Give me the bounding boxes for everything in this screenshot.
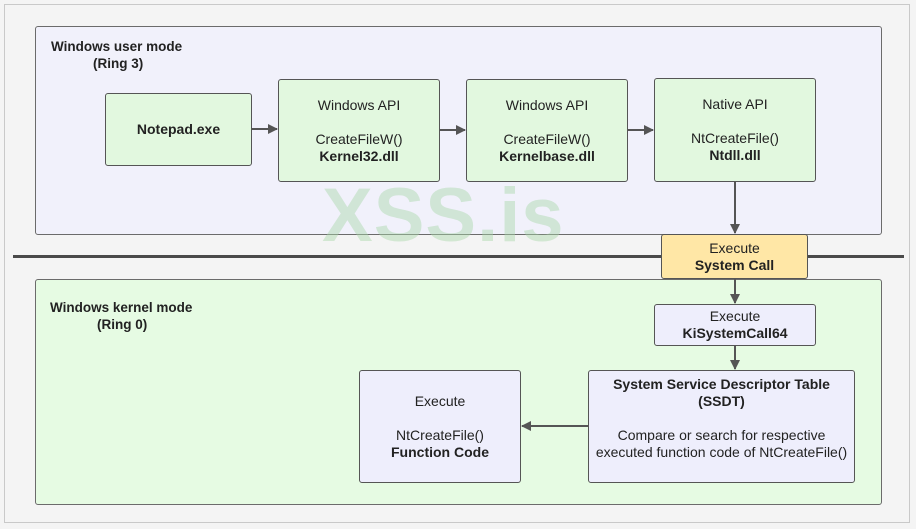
ssdt-box: System Service Descriptor Table (SSDT) C… [588,370,855,483]
kisystemcall64-header: Execute [709,308,761,324]
ntdll-function: NtCreateFile() [691,130,779,146]
system-call-box: Execute System Call [661,234,808,279]
kernel32-box: Windows API CreateFileW() Kernel32.dll [278,79,440,182]
ntdll-dll: Ntdll.dll [709,147,761,163]
notepad-box: Notepad.exe [105,93,252,166]
user-mode-title-text: Windows user mode [51,39,183,54]
ssdt-description-line2: executed function code of NtCreateFile() [595,444,848,460]
kernel32-function: CreateFileW() [315,130,403,147]
kernel-mode-ring-label: (Ring 0) [97,317,148,332]
function-code-function: NtCreateFile() [396,426,484,443]
kernel-mode-title-text: Windows kernel mode [50,300,193,315]
function-code-box: Execute NtCreateFile() Function Code [359,370,521,483]
ssdt-title: System Service Descriptor Table [613,376,830,392]
ssdt-description-line1: Compare or search for respective [617,427,826,443]
user-mode-ring-label: (Ring 3) [93,56,144,71]
kernel-mode-title: Windows kernel mode (Ring 0) [50,299,192,333]
system-call-label: System Call [694,256,775,273]
kisystemcall64-label: KiSystemCall64 [682,325,788,341]
mode-divider-line [13,255,904,258]
ntdll-box: Native API NtCreateFile() Ntdll.dll [654,78,816,182]
kernelbase-box: Windows API CreateFileW() Kernelbase.dll [466,79,628,182]
system-call-header: Execute [709,239,760,256]
ntdll-header: Native API [702,96,768,112]
kernel32-header: Windows API [317,96,401,113]
kernelbase-dll: Kernelbase.dll [499,147,595,164]
watermark-text: XSS.is [322,173,565,258]
kernelbase-function: CreateFileW() [503,130,591,147]
kernelbase-header: Windows API [505,96,589,113]
function-code-label: Function Code [391,443,489,460]
function-code-header: Execute [414,392,466,409]
ssdt-abbreviation: (SSDT) [698,393,745,409]
kernel32-dll: Kernel32.dll [319,147,399,164]
kisystemcall64-box: Execute KiSystemCall64 [654,304,816,346]
user-mode-title: Windows user mode (Ring 3) [51,38,182,72]
notepad-label: Notepad.exe [136,121,221,137]
